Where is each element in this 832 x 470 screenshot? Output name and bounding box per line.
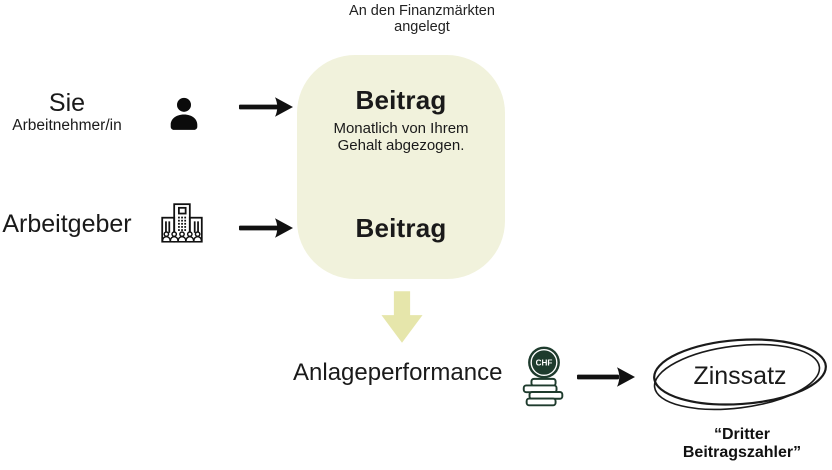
person-icon — [163, 92, 205, 143]
financial-markets-note: An den Finanzmärkten angelegt — [349, 3, 495, 35]
down-arrow-icon — [381, 291, 423, 348]
employee-label: Sie Arbeitnehmer/in — [6, 89, 128, 135]
sketch-ellipse-icon — [650, 334, 830, 418]
third-contributor-caption: “Dritter Beitragszahler” — [682, 426, 802, 461]
employer-title: Arbeitgeber — [2, 210, 132, 238]
employer-label: Arbeitgeber — [0, 211, 134, 238]
interest-rate-label: Zinssatz — [693, 362, 787, 390]
employer-contribution-title: Beitrag — [355, 213, 447, 243]
employee-contribution-note: Monatlich von Ihrem Gehalt abgezogen. — [333, 120, 469, 154]
coin-currency-text: CHF — [536, 359, 553, 368]
chf-coins-icon: CHF — [517, 344, 571, 412]
performance-label: Anlageperformance — [293, 359, 503, 386]
employee-subtitle: Arbeitnehmer/in — [12, 117, 122, 134]
company-building-icon — [157, 202, 207, 253]
contribution-box: Beitrag Monatlich von Ihrem Gehalt abgez… — [297, 55, 505, 279]
arrow-right-icon — [576, 366, 636, 393]
employee-title: Sie — [48, 89, 86, 117]
arrow-right-icon — [238, 217, 294, 244]
arrow-right-icon — [238, 96, 294, 123]
employee-contribution-title: Beitrag — [355, 85, 447, 115]
